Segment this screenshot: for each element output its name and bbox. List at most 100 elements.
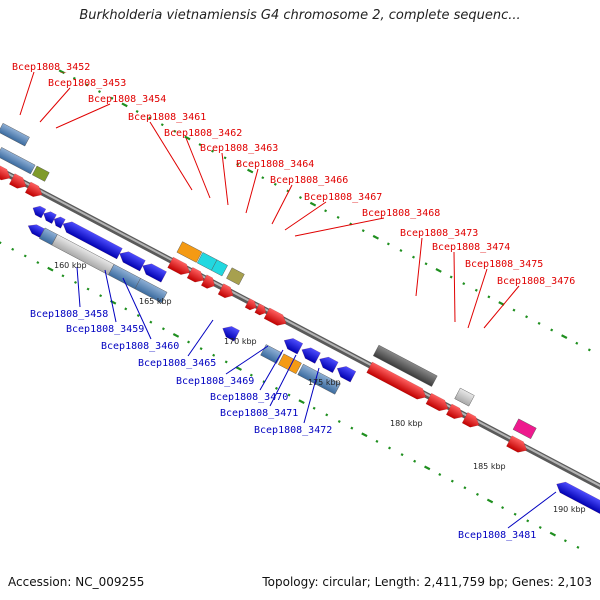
leader-line — [507, 491, 557, 529]
feature-3481 — [556, 481, 600, 537]
tick-marks — [0, 69, 591, 549]
gene-label-forward: Bcep1808_3462 — [164, 128, 242, 139]
gene-label-reverse: Bcep1808_3470 — [210, 392, 288, 403]
feature-3476c — [506, 435, 528, 453]
tick — [375, 439, 379, 443]
leader-line — [225, 345, 269, 375]
feature-3465 — [222, 326, 240, 342]
gene-label-reverse: Bcep1808_3458 — [30, 309, 108, 320]
tick — [309, 201, 317, 207]
tick — [273, 182, 277, 186]
map-title: Burkholderia vietnamiensis G4 chromosome… — [79, 8, 521, 23]
tick — [224, 360, 228, 364]
tick — [549, 531, 556, 537]
tick — [199, 347, 203, 351]
tick — [99, 294, 103, 298]
tick — [513, 512, 517, 516]
tick — [501, 506, 505, 510]
tick — [324, 209, 328, 213]
leader-line — [55, 103, 111, 129]
leader-line — [269, 354, 297, 407]
feature-3464 — [226, 267, 245, 286]
leader-line — [259, 349, 284, 391]
accession-text: Accession: NC_009255 — [8, 575, 145, 589]
feature-3452b — [0, 122, 30, 147]
leader-line — [453, 251, 456, 323]
feature-3459b — [119, 251, 146, 272]
feature-3469 — [283, 338, 304, 355]
tick — [198, 143, 202, 147]
leader-line — [76, 266, 81, 308]
tick — [525, 315, 529, 319]
tick — [400, 453, 404, 457]
tick — [160, 123, 164, 127]
gene-label-forward: Bcep1808_3464 — [236, 159, 314, 170]
tick — [298, 196, 302, 200]
leader-line — [483, 285, 520, 329]
tick — [386, 242, 390, 246]
feature-3468 — [217, 283, 234, 299]
tick — [435, 268, 442, 273]
tick — [247, 168, 254, 174]
feature-3474 — [366, 361, 427, 400]
label-leaders — [19, 71, 557, 529]
leader-line — [271, 184, 293, 225]
tick — [149, 320, 153, 324]
feature-3468b — [244, 298, 257, 311]
leader-line — [19, 71, 35, 116]
tick — [486, 498, 494, 504]
leader-line — [415, 237, 423, 297]
gene-label-reverse: Bcep1808_3481 — [458, 530, 536, 541]
tick — [450, 479, 454, 483]
gene-labels: Bcep1808_3452Bcep1808_3453Bcep1808_3454B… — [12, 62, 575, 541]
tick — [361, 229, 365, 233]
tick — [512, 308, 516, 312]
gene-label-forward: Bcep1808_3476 — [497, 276, 575, 287]
tick — [298, 399, 305, 405]
tick — [412, 255, 415, 259]
feature-3459 — [62, 221, 123, 260]
leader-line — [245, 168, 259, 214]
gene-label-forward: Bcep1808_3461 — [128, 112, 206, 123]
feature-3458a — [32, 205, 47, 219]
tick — [575, 341, 579, 345]
feature-3471b — [297, 363, 341, 395]
tick — [58, 69, 65, 75]
tick — [261, 176, 265, 180]
tick — [187, 340, 191, 344]
feature-3472 — [337, 366, 357, 383]
tick — [36, 261, 40, 265]
feature-3454 — [0, 162, 11, 181]
feature-3468d — [263, 307, 287, 326]
tick — [148, 116, 152, 120]
tick — [172, 333, 180, 338]
gene-label-forward: Bcep1808_3474 — [432, 242, 510, 253]
tick — [47, 266, 54, 272]
tick — [312, 406, 316, 410]
tick — [337, 420, 341, 423]
feature-3476b — [512, 418, 537, 440]
tick — [399, 249, 403, 253]
tick — [413, 459, 417, 463]
feature-3466b — [186, 267, 205, 283]
topology-summary: Topology: circular; Length: 2,411,759 bp… — [262, 575, 592, 589]
tick — [372, 234, 379, 240]
gene-label-reverse: Bcep1808_3459 — [66, 324, 144, 335]
tick — [424, 262, 428, 266]
tick — [576, 545, 580, 549]
tick — [110, 96, 114, 100]
tick — [235, 366, 242, 371]
tick — [438, 473, 442, 476]
leader-line — [221, 152, 229, 206]
feature-3471 — [319, 356, 339, 373]
gene-label-forward: Bcep1808_3466 — [270, 175, 348, 186]
tick — [0, 241, 2, 245]
leader-line — [467, 268, 488, 329]
tick — [173, 129, 177, 133]
tick — [361, 432, 368, 438]
gene-label-forward: Bcep1808_3463 — [200, 143, 278, 154]
tick — [86, 287, 90, 291]
tick — [474, 288, 478, 292]
